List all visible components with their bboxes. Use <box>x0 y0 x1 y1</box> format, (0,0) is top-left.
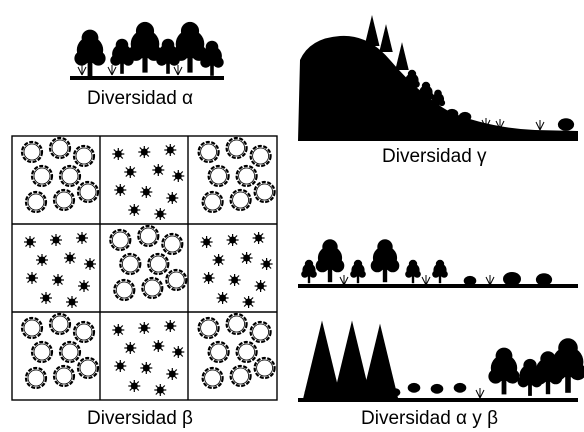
alpha-diversity-label: Diversidad α <box>87 88 194 109</box>
beta-diversity-label: Diversidad β <box>87 408 193 429</box>
grid-cell-stars <box>111 319 185 397</box>
alpha-beta-landscape-bottom <box>298 320 584 402</box>
alpha-forest-illustration <box>70 21 224 80</box>
grid-cell-circles <box>109 224 188 302</box>
grid-cell-circles <box>20 136 100 214</box>
grid-cell-stars <box>23 231 97 309</box>
grid-cell-stars <box>111 143 185 221</box>
alpha-beta-landscape-top <box>298 239 578 288</box>
grid-cell-circles <box>197 312 276 390</box>
grid-cell-circles <box>20 312 100 390</box>
gamma-diversity-label: Diversidad γ <box>382 146 487 167</box>
grid-cell-stars <box>200 231 274 309</box>
grid-cell-circles <box>197 136 276 214</box>
alpha-beta-diversity-label: Diversidad α y β <box>361 408 499 429</box>
gamma-landscape-illustration <box>298 15 578 141</box>
beta-grid <box>11 135 278 401</box>
